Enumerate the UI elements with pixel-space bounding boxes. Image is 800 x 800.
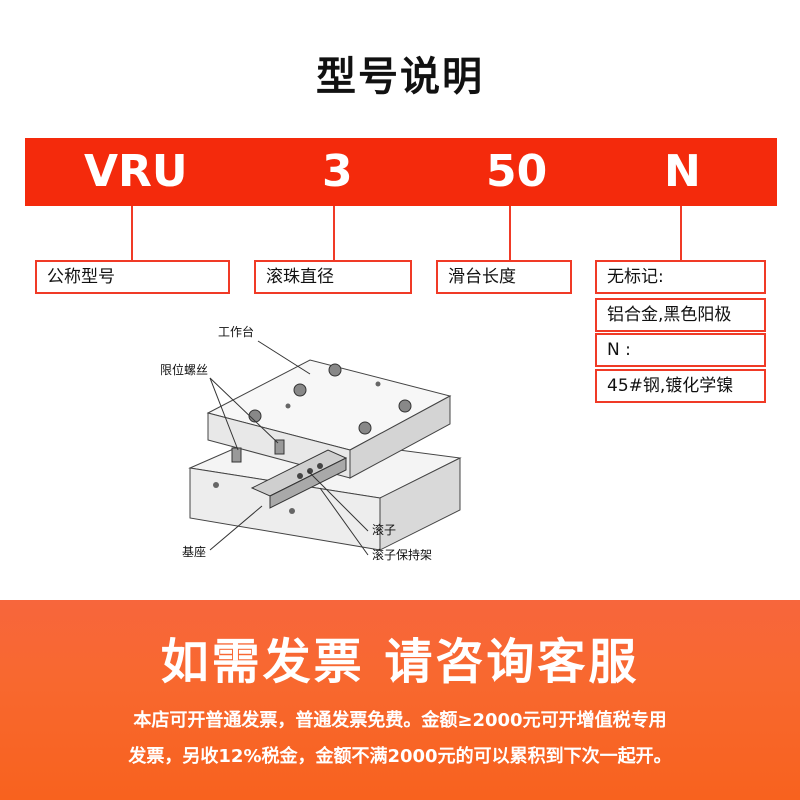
code-length: 50 [486, 146, 548, 197]
label-limit-screw: 限位螺丝 [160, 362, 208, 377]
code-material: N [664, 146, 701, 197]
connector-line [509, 206, 511, 260]
label-roller: 滚子 [372, 522, 396, 537]
desc-length: 滑台长度 [436, 260, 572, 294]
desc-series: 公称型号 [35, 260, 230, 294]
code-ball-diameter: 3 [322, 146, 353, 197]
connector-line [333, 206, 335, 260]
label-base: 基座 [182, 544, 206, 559]
invoice-banner [0, 600, 800, 800]
label-work-table: 工作台 [218, 324, 254, 339]
connector-line [680, 206, 682, 260]
slide-table-diagram: 工作台 限位螺丝 滚子 滚子保持架 基座 [160, 324, 462, 562]
option-n: N : [595, 333, 766, 367]
invoice-note-line-1: 本店可开普通发票，普通发票免费。金额≥2000元可开增值税专用 [133, 710, 667, 731]
code-series: VRU [84, 146, 188, 197]
connector-line [131, 206, 133, 260]
option-none: 无标记: [595, 260, 766, 294]
invoice-note-line-2: 发票，另收12%税金，金额不满2000元的可以累积到下次一起开。 [128, 746, 672, 767]
model-code-bar [25, 138, 777, 206]
option-steel: 45#钢,镀化学镍 [595, 369, 766, 403]
desc-ball-diameter: 滚珠直径 [254, 260, 412, 294]
page-title: 型号说明 [316, 54, 484, 100]
label-roller-cage: 滚子保持架 [372, 547, 432, 562]
option-aluminum: 铝合金,黑色阳极 [595, 298, 766, 332]
invoice-headline: 如需发票 请咨询客服 [160, 634, 640, 690]
